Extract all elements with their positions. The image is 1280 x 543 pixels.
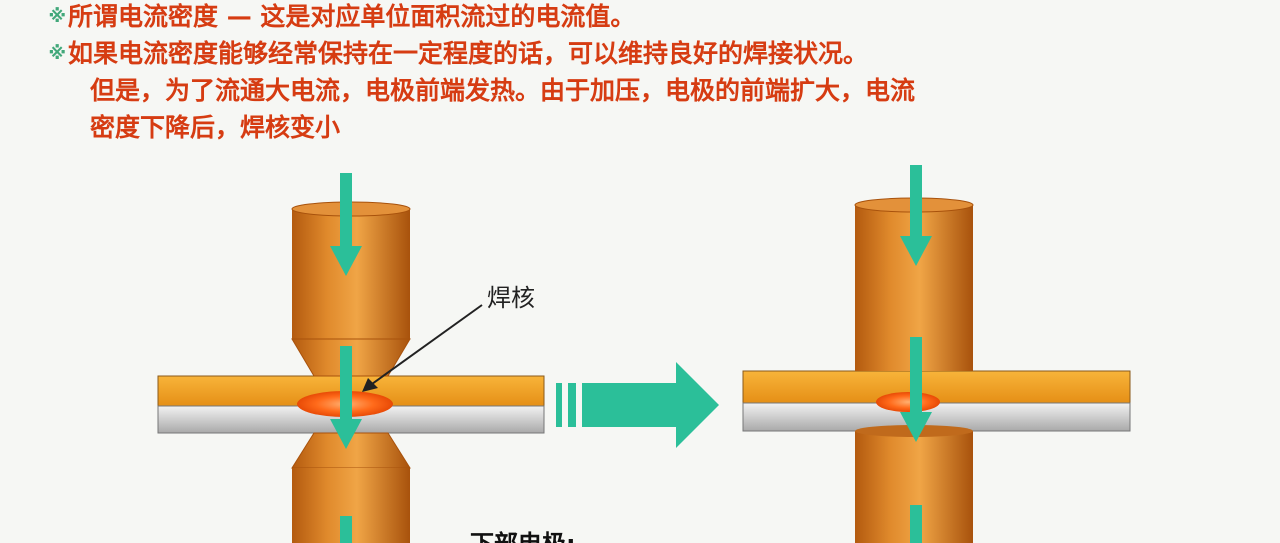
right-weld-nugget (876, 392, 940, 412)
nugget-label: 焊核 (487, 284, 535, 312)
nugget-callout: 焊核 (362, 284, 535, 392)
left-weld-assembly (157, 173, 545, 543)
lower-electrode-caption: 下部电极: (470, 530, 576, 543)
note-line-4: 密度下降后，焊核变小 (90, 113, 341, 142)
right-current-arrow-icon (900, 165, 932, 543)
note-line-1: ※所谓电流密度 — 这是对应单位面积流过的电流值。 (38, 1, 636, 33)
note-line-2: ※如果电流密度能够经常保持在一定程度的话，可以维持良好的焊接状况。 (38, 38, 869, 70)
left-current-arrow-icon (330, 173, 362, 543)
note-line-3: 但是，为了流通大电流，电极前端发热。由于加压，电极的前端扩大，电流 (90, 76, 916, 105)
transition-arrow-icon (556, 362, 719, 448)
reference-mark-icon: ※ (48, 43, 67, 64)
reference-mark-icon: ※ (48, 6, 67, 27)
right-weld-assembly (742, 165, 1131, 543)
